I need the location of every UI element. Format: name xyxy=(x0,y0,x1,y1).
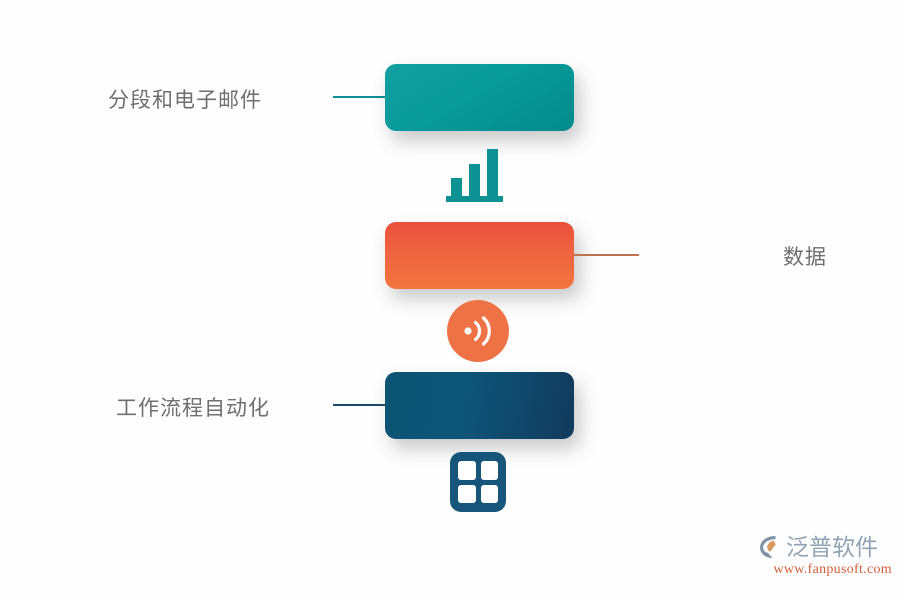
block-label-data: 数据 xyxy=(783,245,827,269)
block-label-segmentation-email: 分段和电子邮件 xyxy=(108,88,262,112)
watermark: 泛普软件 www.fanpusoft.com xyxy=(757,534,892,590)
bar-segmentation-email[interactable] xyxy=(385,64,574,131)
bar-chart-icon xyxy=(444,145,512,203)
watermark-url: www.fanpusoft.com xyxy=(773,562,892,577)
watermark-brand: 泛普软件 xyxy=(786,533,878,560)
grid-icon-cell xyxy=(458,461,476,480)
connector-line-segmentation-email xyxy=(333,96,386,98)
broadcast-icon xyxy=(447,300,509,362)
grid-icon xyxy=(450,452,506,512)
block-label-workflow-automation: 工作流程自动化 xyxy=(116,396,270,420)
fanpusoft-logo-icon xyxy=(757,534,783,560)
bar-workflow-automation[interactable] xyxy=(385,372,574,439)
bar-data[interactable] xyxy=(385,222,574,289)
grid-icon-cell xyxy=(480,461,498,480)
connector-line-workflow-automation xyxy=(333,404,386,406)
grid-icon-cell xyxy=(458,484,476,503)
grid-icon-cell xyxy=(480,484,498,503)
connector-line-data xyxy=(573,254,639,256)
